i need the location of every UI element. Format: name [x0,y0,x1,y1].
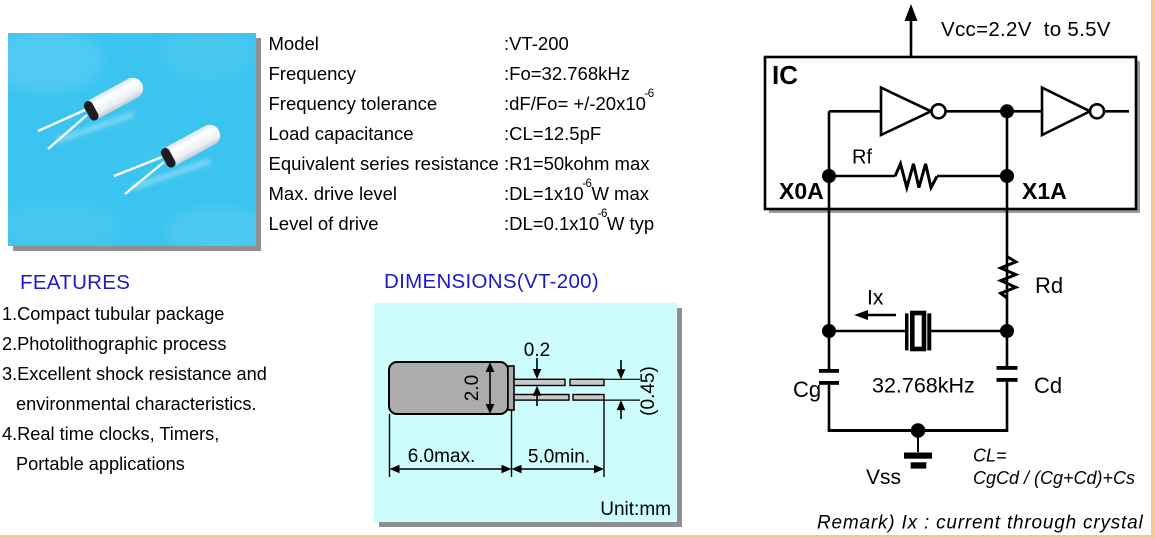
svg-text:2.0: 2.0 [462,375,483,401]
svg-text:Vss: Vss [866,466,901,489]
svg-text:CL=: CL= [973,446,1007,466]
svg-text:IC: IC [772,60,798,90]
svg-text:5.0min.: 5.0min. [528,447,590,468]
svg-text:(0.45): (0.45) [638,366,659,416]
svg-text:0.2: 0.2 [524,340,550,361]
svg-text:Unit:mm: Unit:mm [600,499,671,520]
svg-text:X1A: X1A [1022,178,1067,204]
svg-text:32.768kHz: 32.768kHz [872,374,975,398]
svg-text:Rf: Rf [852,147,872,169]
svg-text:Ix: Ix [867,287,884,310]
svg-text:6.0max.: 6.0max. [408,446,476,467]
svg-text:X0A: X0A [779,178,824,204]
svg-text:Rd: Rd [1035,273,1063,298]
svg-text:Vcc=2.2V to 5.5V: Vcc=2.2V to 5.5V [941,18,1111,41]
svg-text:Cg: Cg [793,377,821,402]
svg-text:CgCd / (Cg+Cd)+Cs: CgCd / (Cg+Cd)+Cs [973,468,1135,488]
svg-text:Remark) Ix : current through c: Remark) Ix : current through crystal [817,513,1144,534]
svg-text:Cd: Cd [1034,373,1062,398]
